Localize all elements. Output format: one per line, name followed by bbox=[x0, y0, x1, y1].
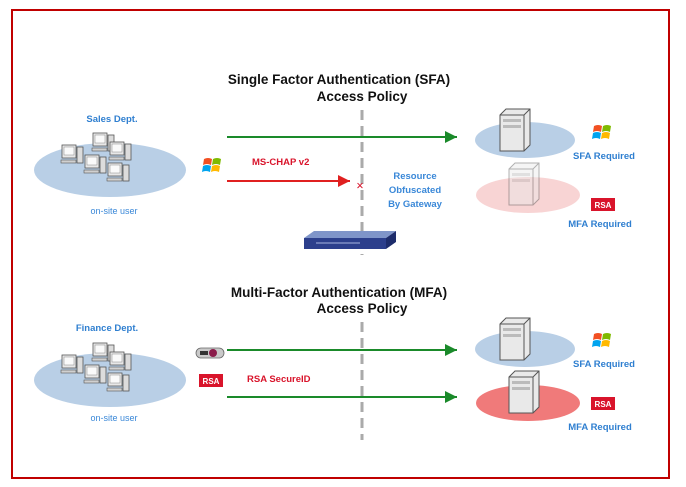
finance-user-label: on-site user bbox=[90, 413, 137, 423]
server-icon bbox=[508, 370, 540, 414]
obfuscated-line3: By Gateway bbox=[388, 199, 443, 210]
rsa-logo-icon: RSA bbox=[591, 198, 615, 211]
server-icon bbox=[499, 317, 531, 361]
mfa-title-line1: Multi-Factor Authentication (MFA) bbox=[231, 285, 447, 300]
blocked-x-icon: ✕ bbox=[356, 181, 364, 192]
sales-user-label: on-site user bbox=[90, 206, 137, 216]
sfa-required-label: SFA Required bbox=[573, 151, 635, 162]
rsa-logo-icon: RSA bbox=[199, 374, 223, 387]
diagram-frame bbox=[11, 9, 670, 479]
server-icon bbox=[499, 108, 531, 152]
securid-token-icon bbox=[195, 347, 225, 359]
obfuscated-line2: Obfuscated bbox=[389, 185, 441, 196]
rsa-logo-icon: RSA bbox=[591, 397, 615, 410]
gateway-appliance-icon bbox=[304, 231, 396, 249]
svg-text:RSA: RSA bbox=[595, 400, 612, 409]
finance-dept-label: Finance Dept. bbox=[76, 323, 138, 334]
windows-logo-icon bbox=[592, 125, 611, 139]
svg-text:RSA: RSA bbox=[595, 201, 612, 210]
mfa-required-label: MFA Required bbox=[568, 219, 632, 230]
windows-logo-icon bbox=[202, 158, 221, 172]
server-icon bbox=[508, 162, 540, 206]
token-label: RSA SecureID bbox=[247, 374, 311, 385]
sales-dept-label: Sales Dept. bbox=[86, 114, 137, 125]
protocol-label: MS-CHAP v2 bbox=[252, 157, 309, 168]
sfa-required-label: SFA Required bbox=[573, 359, 635, 370]
mfa-title-line2: Access Policy bbox=[317, 301, 408, 316]
windows-logo-icon bbox=[592, 333, 611, 347]
svg-text:RSA: RSA bbox=[203, 377, 220, 386]
sfa-title-line2: Access Policy bbox=[317, 89, 408, 104]
sfa-title-line1: Single Factor Authentication (SFA) bbox=[228, 72, 450, 87]
mfa-required-label: MFA Required bbox=[568, 422, 632, 433]
obfuscated-line1: Resource bbox=[393, 171, 436, 182]
